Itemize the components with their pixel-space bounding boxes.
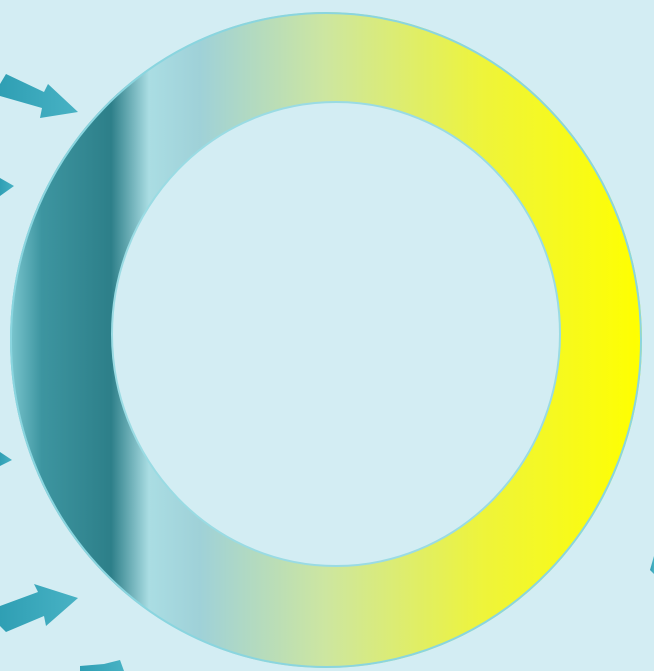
arrow-left-middle-partial-icon	[0, 452, 12, 466]
ring-inner-rim	[112, 102, 560, 566]
arrow-right-edge-partial-icon	[650, 556, 654, 574]
arrow-left-top-partial-icon	[0, 178, 14, 196]
arrow-lower-left-icon	[0, 584, 78, 632]
arrow-bottom-left-partial-icon	[80, 660, 124, 671]
arrow-upper-left-icon	[0, 74, 78, 118]
